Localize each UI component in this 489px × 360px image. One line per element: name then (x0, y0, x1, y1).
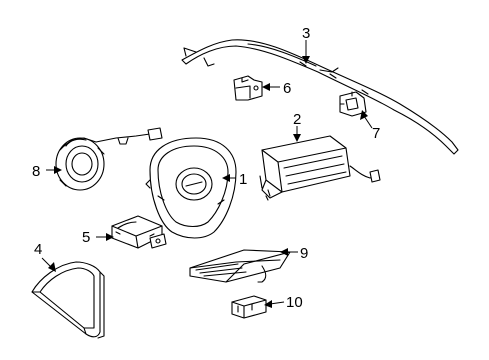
part-5-control-module (111, 215, 167, 249)
callout-4: 4 (34, 241, 42, 258)
callout-7: 7 (372, 125, 380, 142)
part-1-driver-airbag (145, 137, 237, 239)
part-2-passenger-airbag (259, 135, 381, 201)
part-3-curtain-airbag (181, 39, 459, 155)
part-10-sensor-block (231, 295, 267, 319)
leader-lines (41, 40, 373, 308)
callout-3: 3 (302, 25, 310, 42)
callout-5: 5 (82, 229, 90, 246)
part-4-side-airbag (31, 261, 105, 339)
part-6-impact-sensor (233, 75, 263, 101)
part-8-clockspring (55, 127, 163, 191)
callout-10: 10 (286, 294, 303, 311)
part-7-side-sensor (339, 91, 367, 117)
part-9-seat-airbag (189, 249, 291, 283)
callout-6: 6 (283, 80, 291, 97)
callout-8: 8 (32, 163, 40, 180)
callout-2: 2 (293, 111, 301, 128)
callout-numbers: 3 6 2 7 1 8 5 4 9 10 (32, 25, 380, 311)
callout-9: 9 (300, 245, 308, 262)
callout-1: 1 (239, 171, 247, 188)
